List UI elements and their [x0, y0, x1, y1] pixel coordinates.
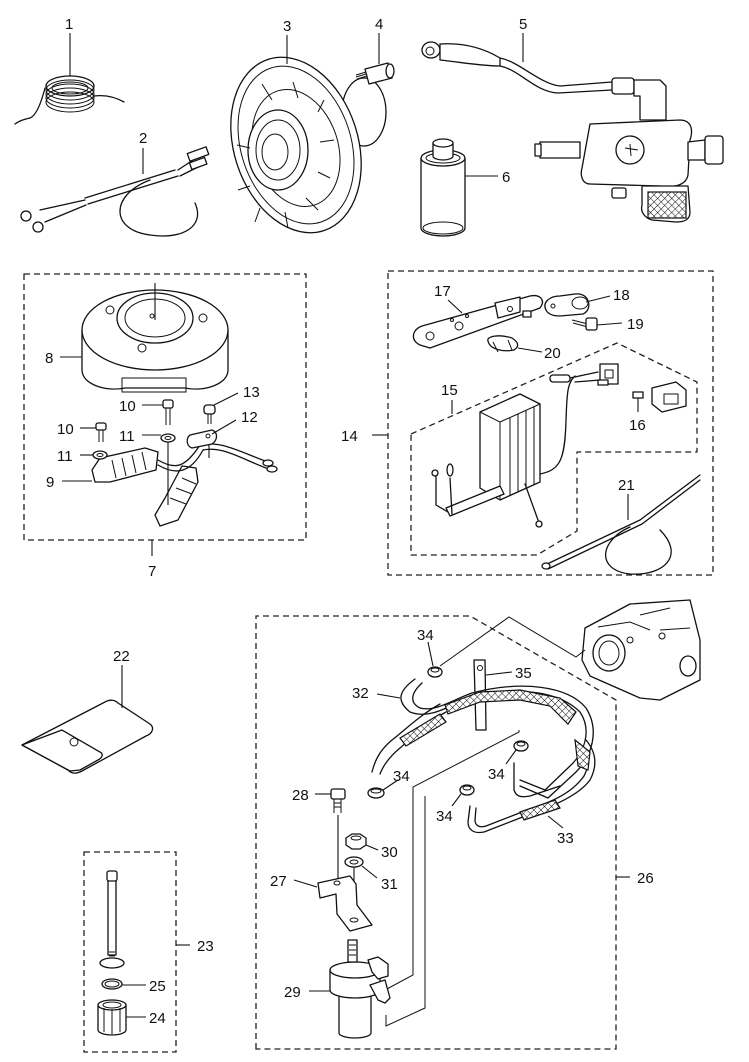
callout-13: 13 [243, 384, 260, 401]
callout-27: 27 [270, 873, 287, 890]
callout-10b: 10 [119, 398, 136, 415]
washer-icon[interactable] [344, 856, 364, 868]
callout-4: 4 [375, 16, 383, 33]
callout-8: 8 [45, 350, 53, 367]
callout-15: 15 [441, 382, 458, 399]
washer-icon[interactable] [160, 433, 176, 443]
stud-icon[interactable] [355, 62, 395, 85]
callout-35: 35 [515, 665, 532, 682]
bolt-icon[interactable] [330, 788, 346, 813]
hose-clip-icon[interactable] [367, 787, 385, 799]
washer-icon[interactable] [92, 450, 108, 460]
group-7-box [23, 273, 307, 541]
coil-icon[interactable] [91, 443, 278, 527]
callout-14: 14 [341, 428, 358, 445]
callout-34c: 34 [488, 766, 505, 783]
callout-32: 32 [352, 685, 369, 702]
callout-11b: 11 [119, 428, 135, 445]
callout-6: 6 [502, 169, 510, 186]
fuel-hose-icon[interactable] [371, 678, 594, 799]
callout-20: 20 [544, 345, 561, 362]
hose-clip-icon[interactable] [513, 740, 529, 752]
callout-18: 18 [613, 287, 630, 304]
primer-pump-icon[interactable] [421, 41, 724, 223]
callout-34a: 34 [417, 627, 434, 644]
spring-icon[interactable] [14, 75, 125, 125]
can-icon[interactable] [420, 138, 466, 237]
callout-10a: 10 [57, 421, 74, 438]
callout-29: 29 [284, 984, 301, 1001]
callout-34b: 34 [393, 768, 410, 785]
callout-26: 26 [637, 870, 654, 887]
group-26-box [255, 615, 617, 1050]
fuel-hose-icon[interactable] [467, 738, 596, 834]
callout-5: 5 [519, 16, 527, 33]
bolt-icon[interactable] [203, 404, 216, 424]
callout-16: 16 [629, 417, 646, 434]
carburetor-icon [581, 599, 701, 701]
callout-21: 21 [618, 477, 635, 494]
callout-19: 19 [627, 316, 644, 333]
clamp-icon[interactable] [186, 429, 218, 449]
group-14-box [387, 270, 714, 576]
bracket-icon[interactable] [317, 875, 373, 932]
cable-clamp-icon[interactable] [544, 293, 590, 317]
fuel-filter-icon[interactable] [329, 939, 391, 1039]
group-23-box [83, 851, 177, 1053]
callout-23: 23 [197, 938, 214, 955]
fuse-icon[interactable] [632, 381, 687, 413]
fuel-pickup-tube-icon[interactable] [99, 870, 125, 969]
screw-icon[interactable] [95, 422, 107, 442]
callout-31: 31 [381, 876, 398, 893]
callout-2: 2 [139, 130, 147, 147]
hose-clip-icon[interactable] [427, 666, 443, 678]
callout-17: 17 [434, 283, 451, 300]
callout-30: 30 [381, 844, 398, 861]
nut-cap-icon[interactable] [97, 999, 127, 1036]
screw-icon[interactable] [162, 399, 174, 425]
rectifier-icon[interactable] [431, 363, 619, 528]
wire-harness-icon[interactable] [20, 146, 210, 237]
callout-22: 22 [113, 648, 130, 665]
callout-9: 9 [46, 474, 54, 491]
hose-clip-icon[interactable] [459, 784, 475, 796]
callout-34d: 34 [436, 808, 453, 825]
callout-7: 7 [148, 563, 156, 580]
cable-icon[interactable] [541, 474, 701, 575]
bolt-icon[interactable] [571, 317, 598, 331]
callout-11a: 11 [57, 448, 73, 465]
callout-3: 3 [283, 18, 291, 35]
group-15-box [410, 342, 698, 556]
callout-1: 1 [65, 16, 73, 33]
starter-pulley-icon[interactable] [209, 40, 387, 250]
callout-28: 28 [292, 787, 309, 804]
callout-24: 24 [149, 1010, 166, 1027]
callout-25: 25 [149, 978, 166, 995]
bracket-plate-icon[interactable] [412, 294, 544, 349]
pouch-icon[interactable] [21, 699, 154, 774]
clip-icon[interactable] [487, 335, 519, 353]
nut-icon[interactable] [345, 833, 367, 850]
callout-12: 12 [241, 409, 258, 426]
callout-33: 33 [557, 830, 574, 847]
o-ring-icon[interactable] [101, 978, 123, 990]
